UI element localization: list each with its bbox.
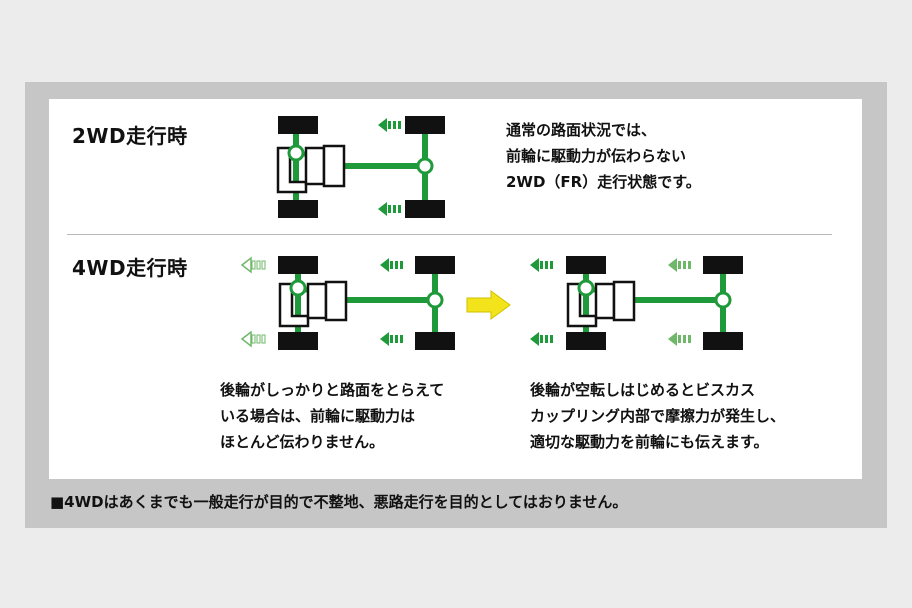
front-differential — [577, 279, 595, 297]
rear-differential — [714, 291, 732, 309]
description-line: 後輪が空転しはじめるとビスカス — [530, 381, 756, 399]
front-right-wheel — [415, 256, 455, 274]
description-line: いる場合は、前輪に駆動力は — [220, 407, 416, 425]
description-line: 前輪に駆動力が伝わらない — [506, 147, 687, 165]
description-line: 2WD（FR）走行状態です。 — [506, 173, 701, 191]
description-4wd-slip: 後輪が空転しはじめるとビスカス カップリング内部で摩擦力が発生し、 適切な駆動力… — [530, 377, 785, 455]
rear-left-wheel — [278, 332, 318, 350]
description-line: 後輪がしっかりと路面をとらえて — [220, 381, 445, 399]
rear-slip-arrow-icon — [668, 258, 691, 272]
rear-drive-arrow-icon — [378, 202, 401, 216]
section-divider — [67, 234, 832, 235]
footnote: ■4WDはあくまでも一般走行が目的で不整地、悪路走行を目的としてはおりません。 — [50, 493, 628, 511]
engine-block — [324, 280, 348, 322]
front-right-wheel — [703, 256, 743, 274]
rear-right-wheel — [405, 200, 445, 218]
transfer-box — [306, 282, 328, 320]
front-left-wheel — [278, 116, 318, 134]
description-line: カップリング内部で摩擦力が発生し、 — [530, 407, 786, 425]
rear-left-wheel — [278, 200, 318, 218]
transfer-box — [594, 282, 616, 320]
rear-right-wheel — [415, 332, 455, 350]
front-drive-arrow-icon — [530, 332, 553, 346]
transfer-box — [304, 146, 326, 186]
description-2wd: 通常の路面状況では、 前輪に駆動力が伝わらない 2WD（FR）走行状態です。 — [506, 117, 701, 195]
front-differential — [287, 144, 305, 162]
engine-block — [612, 280, 636, 322]
engine-block — [322, 144, 346, 188]
drivetrain-diagram-2wd — [276, 116, 445, 218]
rear-differential — [426, 291, 444, 309]
heading-4wd: 4WD走行時 — [72, 256, 188, 280]
rear-slip-arrow-icon — [668, 332, 691, 346]
front-faint-arrow-icon — [240, 256, 266, 274]
content-panel — [49, 99, 862, 479]
description-line: 適切な駆動力を前輪にも伝えます。 — [530, 433, 769, 451]
front-faint-arrow-icon — [240, 330, 266, 348]
drivetrain-diagram-4wd-slip — [530, 256, 743, 350]
description-4wd-normal: 後輪がしっかりと路面をとらえて いる場合は、前輪に駆動力は ほとんど伝わりません… — [220, 377, 444, 455]
rear-drive-arrow-icon — [380, 332, 403, 346]
front-left-wheel — [278, 256, 318, 274]
rear-left-wheel — [566, 332, 606, 350]
front-left-wheel — [566, 256, 606, 274]
rear-differential — [416, 157, 434, 175]
rear-drive-arrow-icon — [380, 258, 403, 272]
front-differential — [289, 279, 307, 297]
front-right-wheel — [405, 116, 445, 134]
front-drive-arrow-icon — [530, 258, 553, 272]
description-line: ほとんど伝わりません。 — [220, 433, 385, 451]
rear-drive-arrow-icon — [378, 118, 401, 132]
heading-2wd: 2WD走行時 — [72, 124, 188, 148]
drivetrain-diagram-4wd-normal — [240, 256, 455, 350]
rear-right-wheel — [703, 332, 743, 350]
description-line: 通常の路面状況では、 — [506, 121, 657, 139]
transition-arrow-icon — [466, 290, 511, 320]
